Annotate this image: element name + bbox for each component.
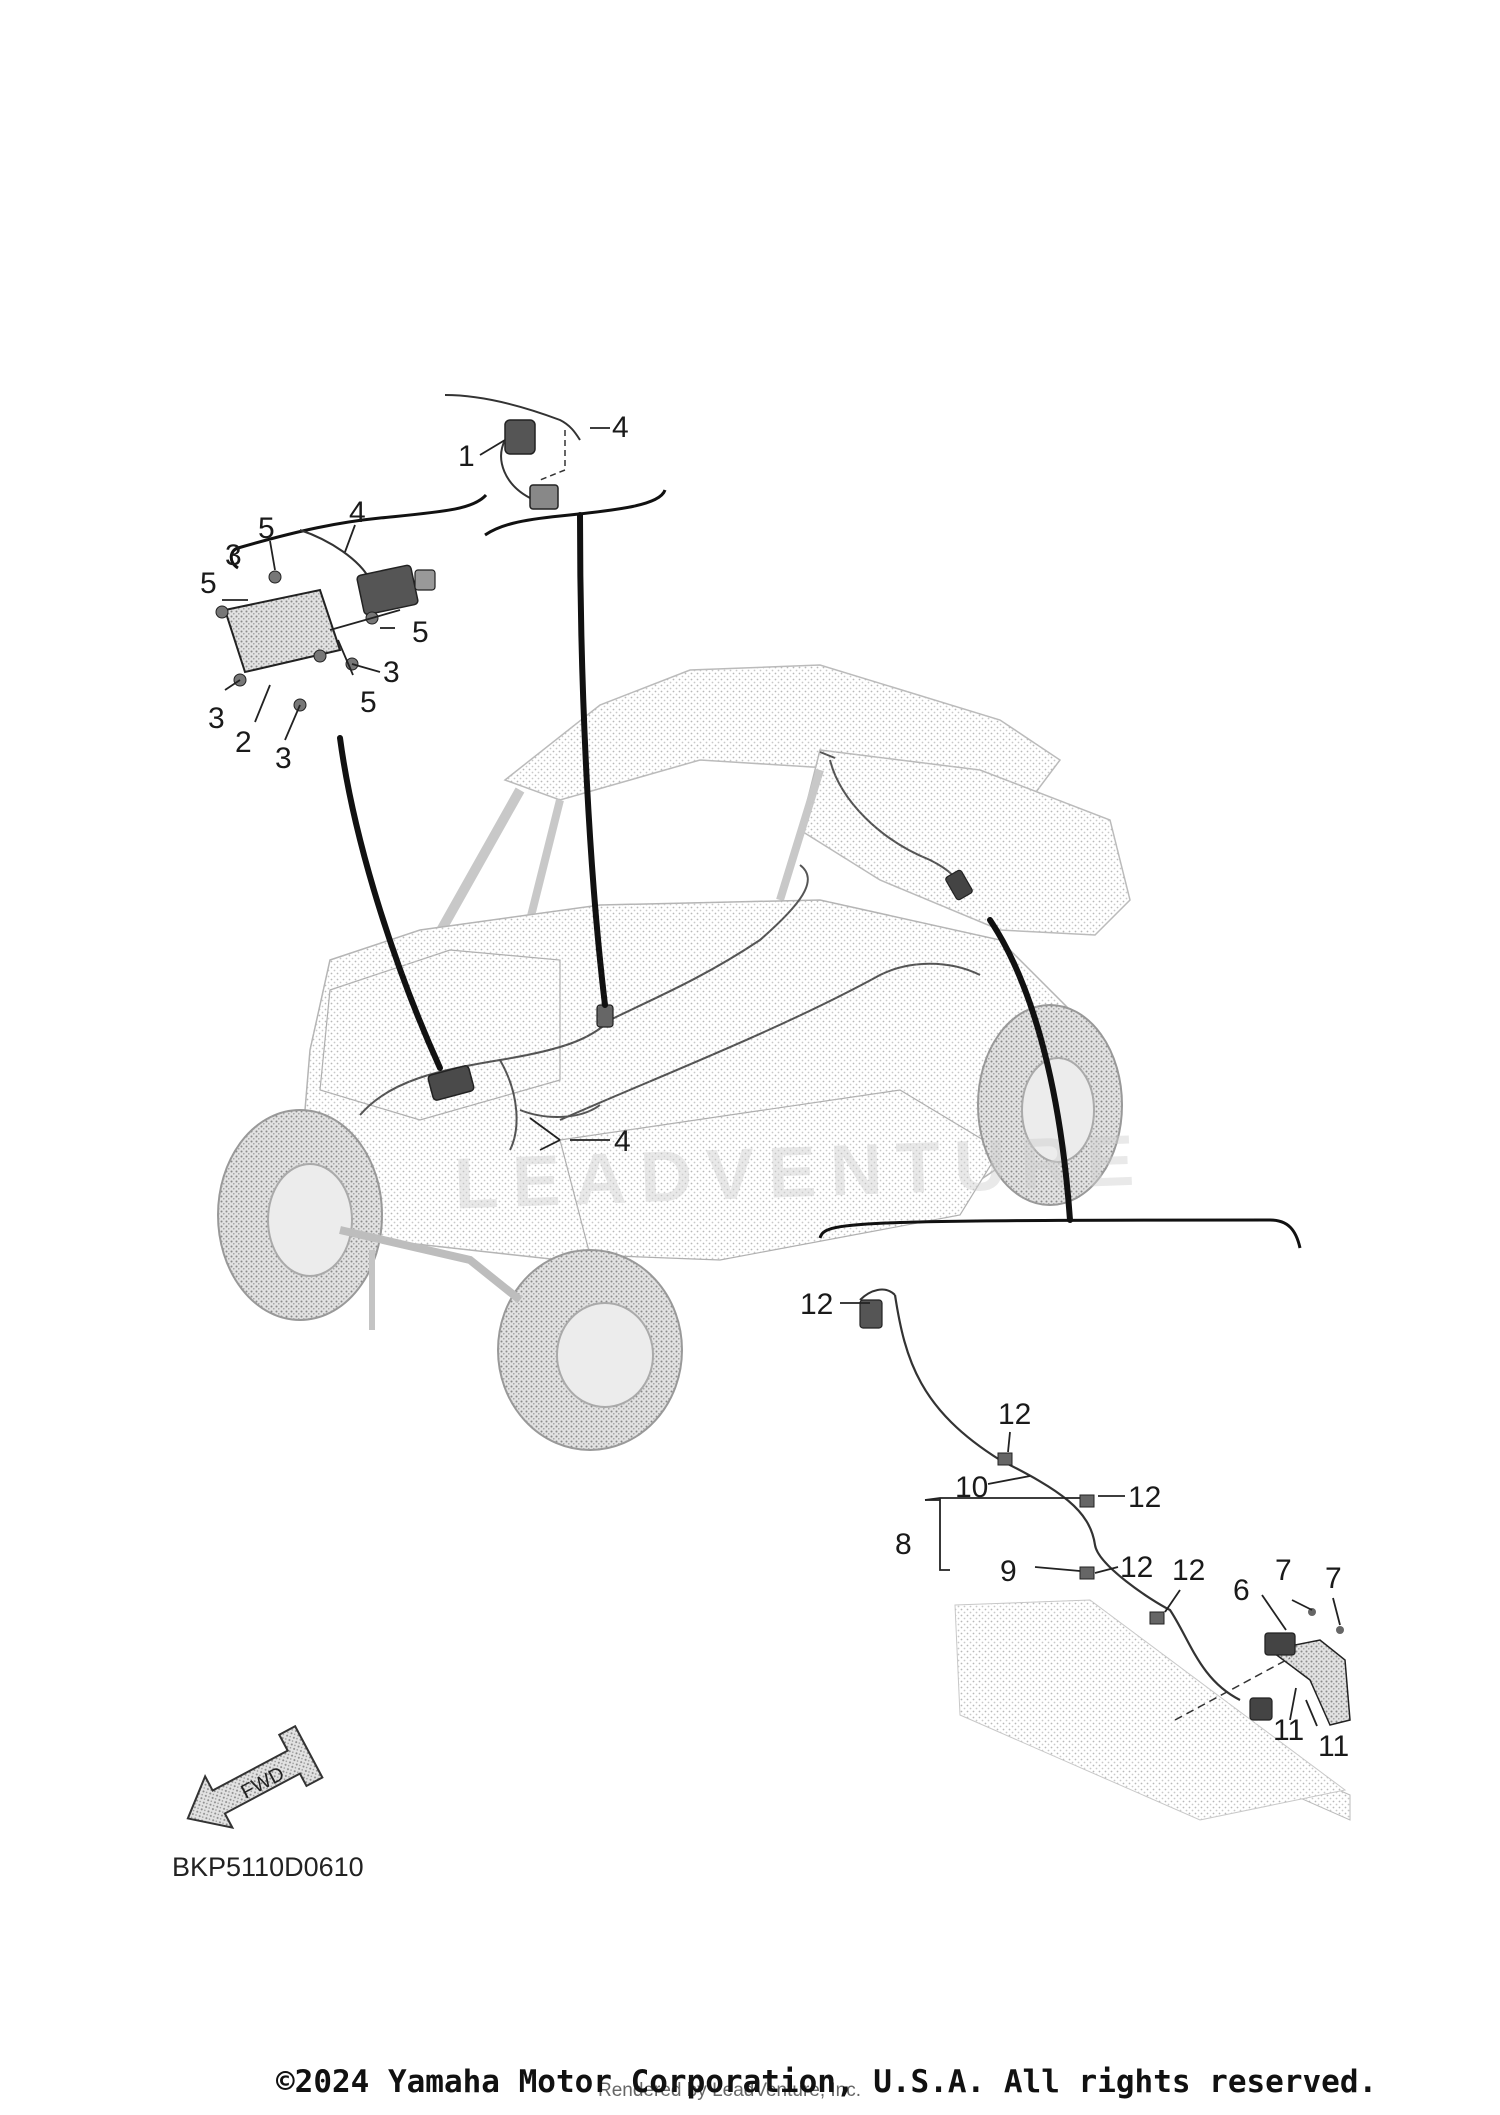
callout-5-top: 5 (258, 512, 275, 545)
detail-rear-harness (859, 1288, 1351, 1821)
vehicle-illustration: LEADVENTURE (217, 664, 1149, 1451)
vehicle-connector-center (596, 1004, 614, 1028)
detail-connector-assembly (444, 394, 581, 510)
callout-6: 6 (1233, 1574, 1250, 1607)
callout-7-left: 7 (1275, 1554, 1292, 1587)
callout-12-right: 12 (1128, 1481, 1161, 1514)
callout-1: 1 (458, 440, 475, 473)
callout-12-lower: 12 (1120, 1551, 1153, 1584)
fwd-arrow-icon: FWD (186, 1724, 324, 1830)
callout-4-top: 4 (612, 411, 629, 444)
callout-11-left: 11 (1273, 1714, 1304, 1747)
callout-12-far: 12 (1172, 1554, 1205, 1587)
callout-3-bottom: 3 (275, 742, 292, 775)
vehicle-connector-rear (945, 869, 973, 901)
pointer-lines (337, 512, 1073, 1223)
callout-2: 2 (235, 726, 252, 759)
callout-5-bottom: 5 (360, 686, 377, 719)
callout-3-top: 3 (225, 539, 242, 572)
callout-9: 9 (1000, 1555, 1017, 1588)
callout-3-left: 3 (208, 702, 225, 735)
callout-8: 8 (895, 1528, 912, 1561)
detail-ecu-assembly (215, 529, 436, 712)
callout-12-left: 12 (800, 1288, 833, 1321)
callout-5-left: 5 (200, 567, 217, 600)
bracket-lines (229, 489, 1302, 1249)
callout-11-right: 11 (1318, 1730, 1349, 1763)
callout-5-right: 5 (412, 616, 429, 649)
callout-numbers: 1 4 4 5 3 5 5 3 5 3 2 3 4 12 12 10 12 8 … (200, 411, 1349, 1763)
copyright-notice: ©2024 Yamaha Motor Corporation, U.S.A. A… (276, 2064, 1378, 2100)
vehicle-connector-front (427, 1065, 475, 1101)
callout-10: 10 (955, 1471, 988, 1504)
callout-3-right: 3 (383, 656, 400, 689)
leader-lines (222, 427, 1341, 1727)
callout-4-vehicle: 4 (614, 1125, 631, 1158)
callout-12-mid: 12 (998, 1398, 1031, 1431)
diagram-code: BKP5110D0610 (172, 1852, 364, 1882)
callout-7-right: 7 (1325, 1562, 1342, 1595)
rendered-by-note: Rendered by LeadVenture, Inc. (598, 2080, 862, 2101)
callout-4-ecu: 4 (349, 496, 366, 529)
